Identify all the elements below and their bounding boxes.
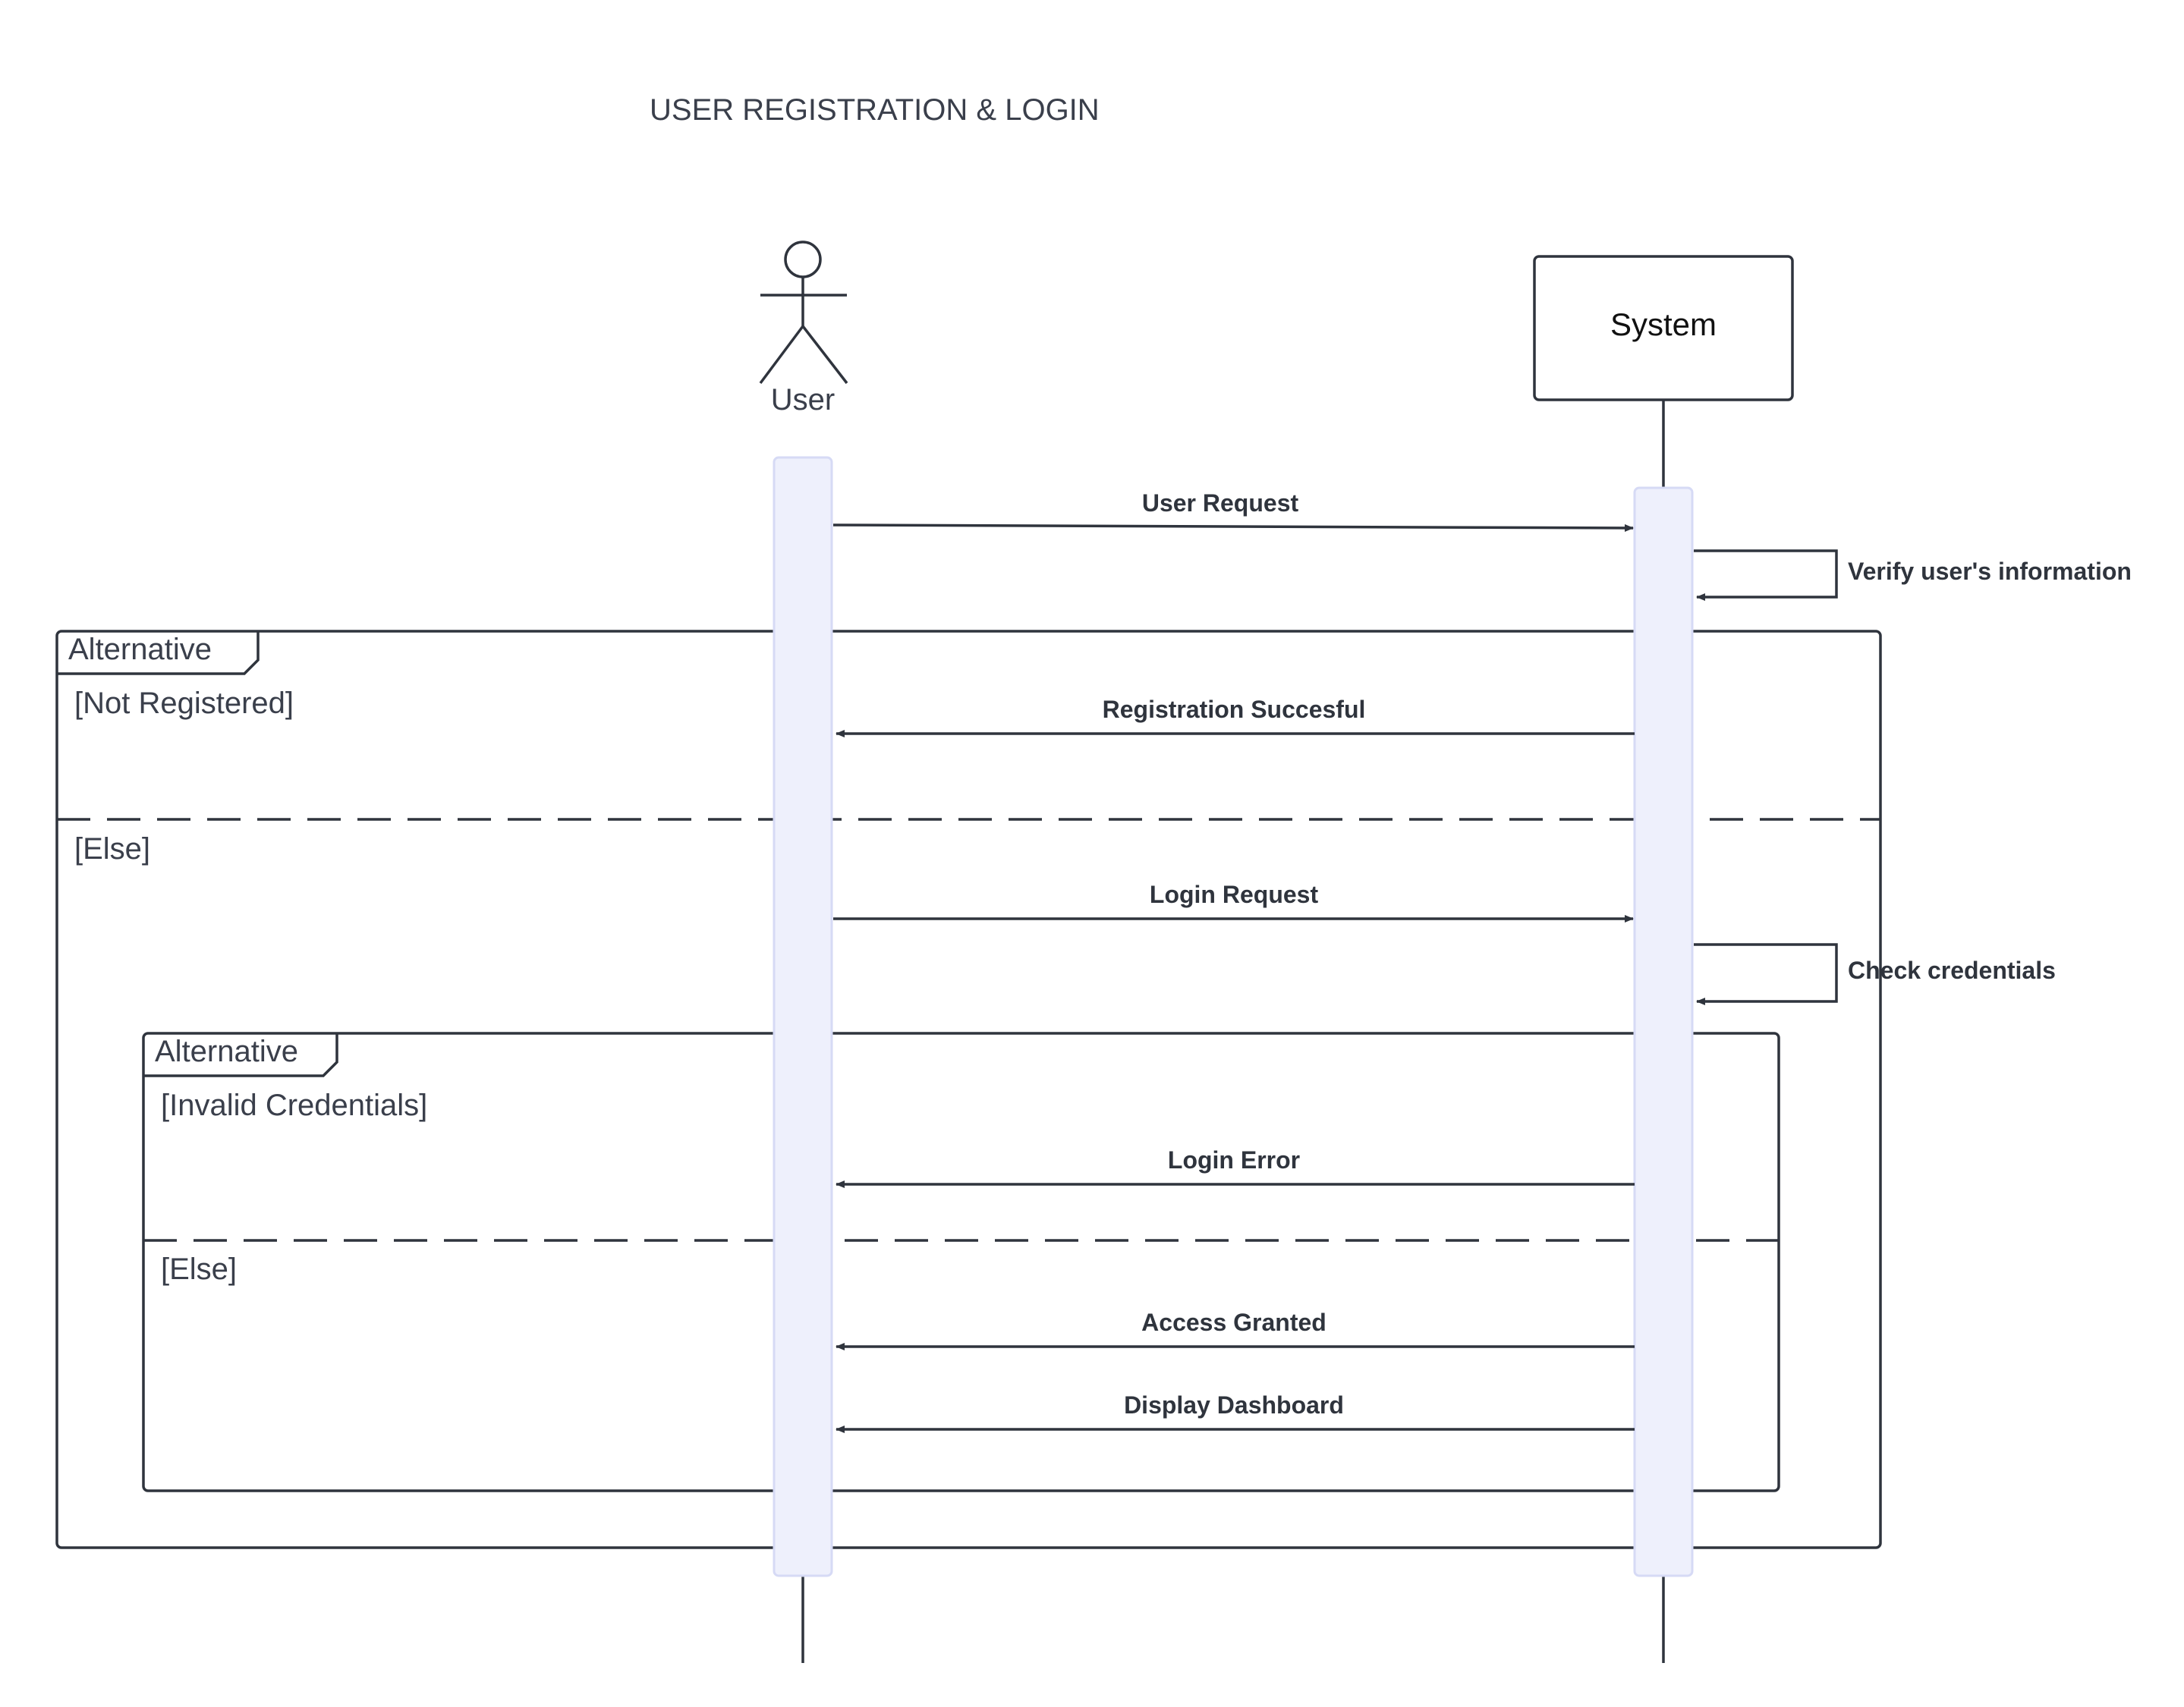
message-arrow [832, 523, 1634, 532]
outer-frame-border [55, 630, 1882, 1549]
inner-guard-invalid-credentials: [Invalid Credentials] [161, 1089, 427, 1122]
inner-alt-frame: Alternative [Invalid Credentials] [Else] [142, 1032, 1780, 1492]
message-label: Login Request [1150, 881, 1319, 908]
self-call-arrow [1694, 943, 1838, 1005]
outer-frame-tag: Alternative [68, 633, 212, 666]
message-login-error: Login Error [836, 1146, 1635, 1188]
outer-guard-not-registered: [Not Registered] [74, 687, 294, 720]
outer-frame-tag-box [57, 631, 260, 675]
message-label: Access Granted [1141, 1309, 1326, 1336]
message-label: Check credentials [1848, 957, 2056, 984]
message-user-request: User Request [832, 489, 1634, 532]
system-activation-bar [1633, 486, 1694, 1577]
user-label: User [771, 383, 835, 417]
inner-guard-else: [Else] [161, 1253, 237, 1286]
message-display-dashboard: Display Dashboard [836, 1391, 1635, 1433]
message-access-granted: Access Granted [836, 1309, 1635, 1350]
system-participant: System [1533, 255, 1794, 401]
self-call-arrow [1694, 549, 1838, 601]
message-check-credentials: Check credentials [1694, 943, 2056, 1005]
actor-head [784, 240, 822, 278]
diagram-title: USER REGISTRATION & LOGIN [650, 93, 1100, 127]
user-activation-bar [773, 456, 833, 1577]
inner-frame-border [142, 1032, 1780, 1492]
message-label: Verify user's information [1848, 558, 2132, 585]
inner-frame-tag: Alternative [155, 1035, 298, 1068]
inner-frame-tag-box [143, 1033, 338, 1077]
message-verify-info: Verify user's information [1694, 549, 2132, 601]
outer-alt-frame: Alternative [Not Registered] [Else] [55, 630, 1882, 1549]
message-login-request: Login Request [833, 881, 1634, 923]
user-actor: User [759, 240, 848, 417]
outer-guard-else: [Else] [74, 832, 150, 866]
message-label: Display Dashboard [1124, 1391, 1344, 1419]
message-label: Login Error [1168, 1146, 1300, 1174]
actor-right-leg [801, 325, 848, 385]
message-registration-successful: Registration Succesful [836, 696, 1635, 737]
message-label: User Request [1142, 489, 1299, 517]
system-label: System [1610, 307, 1717, 342]
actor-left-leg [759, 325, 804, 385]
message-label: Registration Succesful [1103, 696, 1366, 723]
